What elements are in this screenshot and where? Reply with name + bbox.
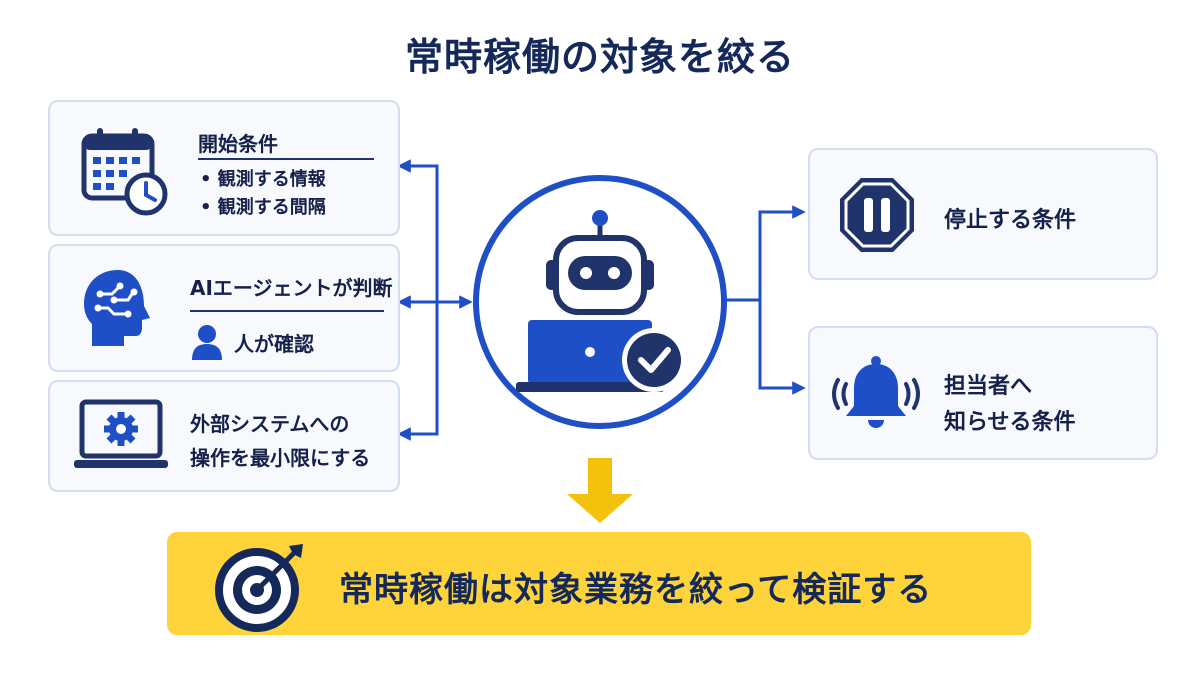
notify-line-1: 担当者へ	[944, 374, 1033, 399]
page-title: 常時稼働の対象を絞る	[404, 35, 795, 79]
bullet-item: 観測する情報	[200, 166, 326, 194]
judgement-ai-text: AIエージェントが判断	[190, 276, 393, 300]
target-arrow-icon	[215, 544, 303, 632]
card-start-condition: 開始条件 観測する情報 観測する間隔	[48, 100, 400, 236]
bell-ringing-icon	[832, 356, 920, 428]
conclusion-text: 常時稼働は対象業務を絞って検証する	[339, 570, 933, 610]
bullet-item: 観測する間隔	[200, 194, 326, 222]
brain-circuit-icon	[84, 270, 150, 346]
card-external-system: 外部システムへの 操作を最小限にする	[48, 380, 400, 492]
calendar-clock-icon	[81, 128, 168, 216]
person-icon	[192, 325, 222, 360]
conclusion-banner: 常時稼働は対象業務を絞って検証する	[167, 532, 1031, 635]
judgement-divider	[190, 310, 384, 312]
external-line-2: 操作を最小限にする	[190, 446, 371, 470]
left-bracket-line	[397, 159, 439, 441]
notify-line-2: 知らせる条件	[944, 410, 1076, 435]
robot-laptop-check-icon	[473, 175, 727, 429]
card-notify-condition: 担当者へ 知らせる条件	[808, 326, 1158, 460]
card-stop-condition: 停止する条件	[808, 148, 1158, 280]
start-bullet-list: 観測する情報 観測する間隔	[200, 166, 326, 222]
judgement-person-text: 人が確認	[234, 332, 314, 356]
card-judgement: AIエージェントが判断 人が確認	[48, 244, 400, 372]
down-arrow	[567, 458, 633, 523]
stop-sign-pause-icon	[840, 178, 914, 252]
start-divider	[198, 158, 374, 160]
right-bracket-line	[758, 205, 806, 395]
laptop-gear-icon	[74, 399, 168, 468]
start-heading: 開始条件	[198, 132, 278, 156]
stop-condition-label: 停止する条件	[944, 208, 1077, 233]
external-line-1: 外部システムへの	[190, 412, 350, 436]
